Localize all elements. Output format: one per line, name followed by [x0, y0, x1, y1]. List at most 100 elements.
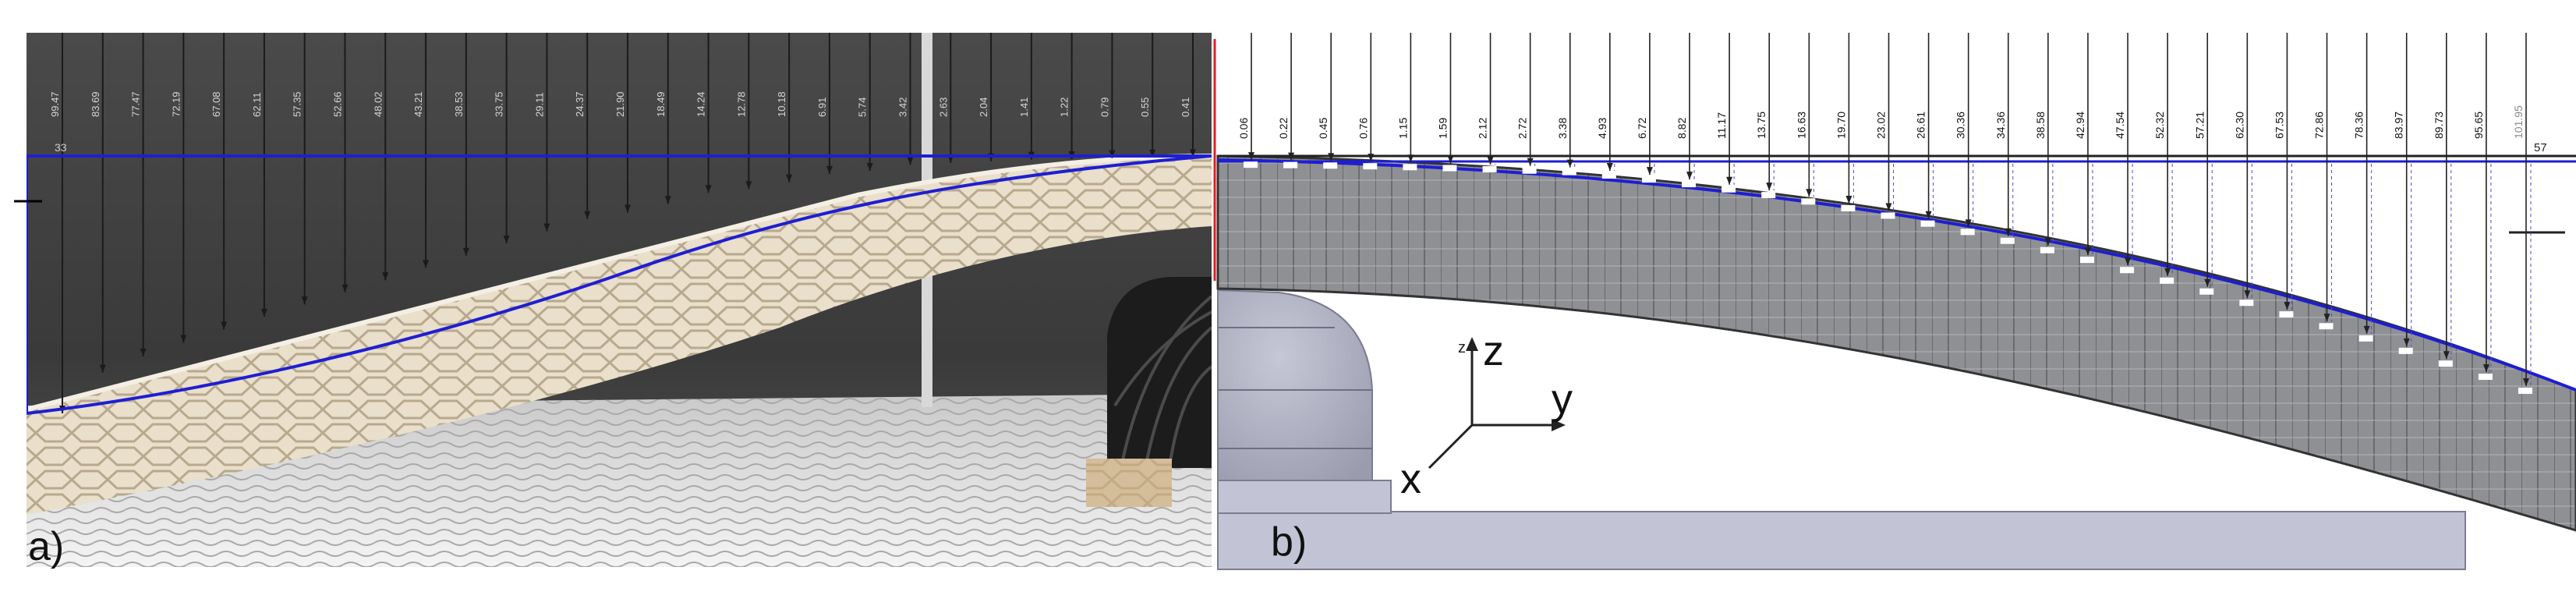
support-block [1217, 480, 1392, 514]
measurement-label-b: 2.72 [1516, 118, 1529, 139]
dimension-arrow-b [1845, 196, 1852, 204]
beam-notch [1721, 186, 1736, 193]
dimension-arrow-b [2164, 268, 2171, 276]
dimension-arrow-a [705, 185, 712, 193]
dimension-arrow-b [2044, 237, 2051, 246]
dimension-arrow-a [866, 163, 873, 172]
measurement-label-a: 10.18 [776, 91, 787, 117]
measurement-label-b: 6.72 [1636, 118, 1648, 139]
measurement-label-b: 62.30 [2233, 112, 2245, 139]
z-axis-small-label: z [1458, 339, 1466, 356]
beam-notch [1601, 172, 1616, 179]
measurement-label-b: 72.86 [2313, 112, 2326, 139]
measurement-label-b: 89.73 [2433, 112, 2445, 139]
dimension-arrow-b [2204, 278, 2211, 287]
dimension-lines-a [59, 33, 1196, 413]
measurement-label-b: 101.95 [2512, 105, 2525, 139]
measurement-label-b: 0.06 [1237, 118, 1250, 139]
dimension-arrow-b [1965, 219, 1972, 228]
measurement-label-b: 0.22 [1277, 118, 1290, 139]
measurement-label-b: 11.17 [1715, 112, 1728, 139]
beam-notch [1761, 192, 1776, 199]
beam-notch [2239, 300, 2254, 307]
measurement-label-a: 67.08 [211, 91, 222, 117]
measurement-label-b: 34.36 [1994, 112, 2007, 139]
beam-notch [2160, 277, 2174, 284]
x-axis-label: x [1400, 455, 1421, 502]
dimension-arrow-a [786, 174, 793, 183]
dimension-arrow-b [2443, 351, 2450, 360]
dimension-arrow-b [1447, 155, 1454, 164]
support-dome-cad [1217, 289, 1373, 481]
beam-notch [2199, 288, 2214, 295]
panel-b-label: b) [1271, 519, 1307, 565]
beam-notch [1920, 220, 1935, 227]
dimension-arrow-a [140, 349, 147, 357]
beam-notch [1244, 161, 1258, 168]
beam-notch [1403, 164, 1417, 171]
measurement-label-b: 8.82 [1675, 118, 1688, 139]
dimension-arrow-b [2323, 314, 2330, 322]
beam-notch [2438, 360, 2453, 367]
ref-line-label-a: 33 [55, 141, 67, 154]
measurement-label-b: 3.38 [1556, 118, 1569, 139]
dimension-arrow-b [2244, 290, 2251, 299]
beam-notch [1801, 198, 1816, 205]
beam-notch [1682, 181, 1697, 188]
measurement-label-b: 16.63 [1795, 112, 1807, 139]
dimension-arrow-a [341, 284, 349, 292]
measurement-label-b: 26.61 [1915, 112, 1927, 139]
dimension-arrow-b [1806, 189, 1813, 197]
dimension-arrow-b [1288, 152, 1295, 161]
beam-notch [2478, 374, 2493, 381]
dimension-arrow-b [1885, 203, 1892, 211]
measurement-label-b: 19.70 [1835, 112, 1847, 139]
measurement-label-a: 0.55 [1139, 97, 1151, 117]
measurement-label-a: 14.24 [695, 91, 707, 117]
dimension-arrow-b [1646, 167, 1653, 175]
beam-notch [2358, 335, 2373, 342]
measurement-label-b: 42.94 [2074, 112, 2086, 139]
dimension-arrow-b [2482, 364, 2489, 373]
panel-a-label: a) [28, 524, 64, 569]
dimension-arrow-a [221, 321, 228, 330]
dimension-arrow-b [1328, 153, 1335, 161]
beam-notch [2398, 347, 2413, 354]
dimension-arrow-b [1726, 176, 1733, 185]
y-axis-label: y [1552, 376, 1573, 423]
dimension-arrow-a [260, 309, 267, 317]
dimension-lines-b [1244, 33, 2532, 394]
beam-notch [1363, 163, 1378, 170]
z-axis-label: z [1483, 328, 1504, 374]
dimension-arrow-b [2403, 338, 2410, 346]
dimension-arrow-b [1606, 163, 1613, 172]
dimension-arrow-b [1527, 158, 1534, 166]
measurement-label-a: 2.04 [978, 97, 989, 117]
dimension-arrow-a [462, 247, 469, 256]
measurement-label-b: 4.93 [1596, 118, 1608, 139]
beam-notch [1522, 167, 1537, 174]
ref-line-label-b: 57 [2534, 141, 2547, 154]
x-axis [1428, 424, 1474, 470]
measurement-label-a: 33.75 [494, 91, 505, 117]
dimension-arrow-a [503, 235, 510, 243]
dimension-arrow-a [382, 272, 389, 281]
measurement-label-a: 38.53 [453, 91, 465, 117]
dimension-arrow-a [664, 196, 671, 204]
dimension-arrow-a [301, 296, 308, 305]
measurement-label-b: 57.21 [2193, 112, 2206, 139]
measurement-label-a: 77.47 [130, 91, 142, 117]
support-dome-bands [1218, 327, 1372, 449]
measurement-label-a: 43.21 [412, 91, 424, 117]
measurement-label-b: 83.97 [2393, 112, 2405, 139]
measurement-label-a: 52.66 [332, 91, 344, 117]
cardboard-block-texture [1086, 459, 1172, 507]
dimension-arrow-b [1566, 159, 1573, 168]
beam-notch [1482, 166, 1497, 173]
beam-notch [2000, 237, 2015, 244]
dimension-arrow-a [423, 260, 430, 268]
